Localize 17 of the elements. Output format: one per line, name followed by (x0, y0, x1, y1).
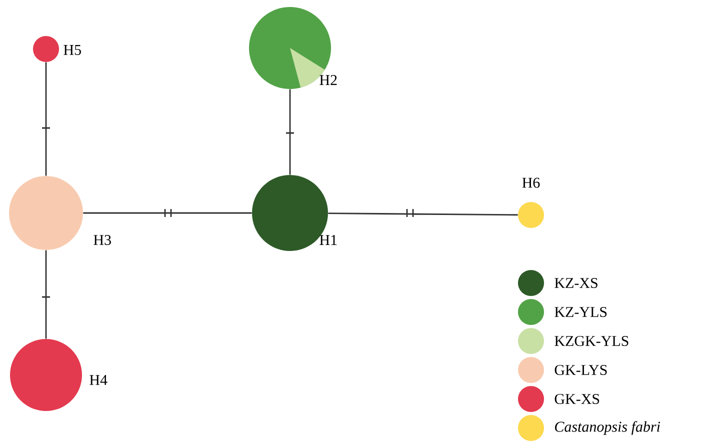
haplotype-label: H4 (90, 375, 108, 385)
haplotype-label: H5 (64, 45, 81, 55)
network-branch (328, 208, 518, 218)
haplotype-label: H2 (320, 75, 337, 85)
haplotype-label: H1 (320, 235, 337, 245)
legend-label: KZ-YLS (554, 306, 607, 318)
legend-label: GK-XS (554, 394, 600, 404)
network-branch (82, 208, 252, 218)
legend-label: KZGK-YLS (554, 336, 628, 346)
network-branch (285, 88, 295, 176)
haplotype-label: H6 (522, 178, 540, 188)
haplotype-label: H3 (94, 234, 111, 246)
network-branch (41, 250, 51, 340)
legend-label: Castanopsis fabri (555, 421, 660, 435)
legend-label: GK-LYS (554, 364, 607, 376)
legend-label: KZ-XS (554, 278, 598, 288)
network-branch (41, 62, 51, 176)
